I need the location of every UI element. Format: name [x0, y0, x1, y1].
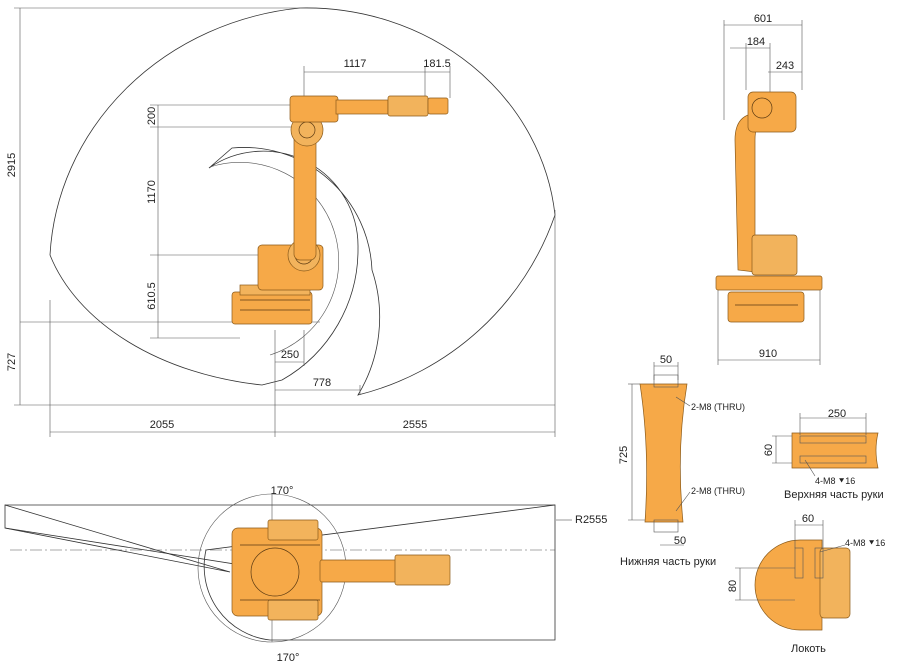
- dim-1170: 1170: [146, 180, 158, 204]
- dim-elbow-80: 80: [727, 580, 739, 592]
- dim-elbow-60: 60: [802, 513, 814, 525]
- elbow-caption: Локоть: [791, 643, 826, 655]
- thread-label-top: 2-M8 (THRU): [691, 402, 745, 412]
- dim-2555: 2555: [403, 419, 427, 431]
- elbow-thread: 4-M8 ⯆16: [845, 538, 885, 548]
- dim-2915: 2915: [6, 153, 18, 177]
- top-envelope: [4, 504, 231, 573]
- dim-upper-250: 250: [828, 408, 846, 420]
- robot-top-silhouette: [231, 519, 451, 621]
- dim-lower-50-top: 50: [660, 354, 672, 366]
- dim-181-5: 181.5: [423, 58, 451, 70]
- thread-label-bottom: 2-M8 (THRU): [691, 486, 745, 496]
- front-view: 601 184 243 910: [715, 13, 823, 365]
- upper-arm-detail: 250 60 4-M8 ⯆16 Верхняя часть руки: [763, 408, 884, 501]
- robot-side-silhouette: [231, 95, 449, 325]
- dim-250: 250: [281, 349, 299, 361]
- dim-lower-50-bottom: 50: [674, 535, 686, 547]
- dim-725: 725: [618, 446, 630, 464]
- radius-label: R2555: [575, 514, 607, 526]
- dim-601: 601: [754, 13, 772, 25]
- inner-reach-arc: [209, 162, 339, 356]
- dim-2055: 2055: [150, 419, 174, 431]
- upper-arm-caption: Верхняя часть руки: [784, 489, 884, 501]
- dim-upper-60: 60: [763, 444, 775, 456]
- angle-bottom-label: 170°: [277, 652, 300, 664]
- dim-610-5: 610.5: [146, 282, 158, 310]
- lower-arm-detail: 50 50 725 2-M8 (THRU) 2-M8 (THRU) Нижняя…: [618, 354, 745, 568]
- dim-200: 200: [146, 107, 158, 125]
- dim-727: 727: [6, 353, 18, 371]
- angle-top-label: 170°: [271, 485, 294, 497]
- dim-243: 243: [776, 60, 794, 72]
- top-view: 170° 170° R2555: [4, 485, 607, 664]
- robot-front-silhouette: [715, 91, 823, 323]
- lower-arm-caption: Нижняя часть руки: [620, 556, 716, 568]
- elbow-detail: 60 80 4-M8 ⯆16 Локоть: [727, 513, 885, 655]
- upper-arm-thread: 4-M8 ⯆16: [815, 476, 855, 486]
- dim-184: 184: [747, 36, 765, 48]
- dim-778: 778: [313, 377, 331, 389]
- dim-910: 910: [759, 348, 777, 360]
- dim-1117: 1117: [344, 58, 367, 70]
- side-view: 1117 181.5 200 1170 610.5 2915 727 250 7…: [6, 7, 556, 437]
